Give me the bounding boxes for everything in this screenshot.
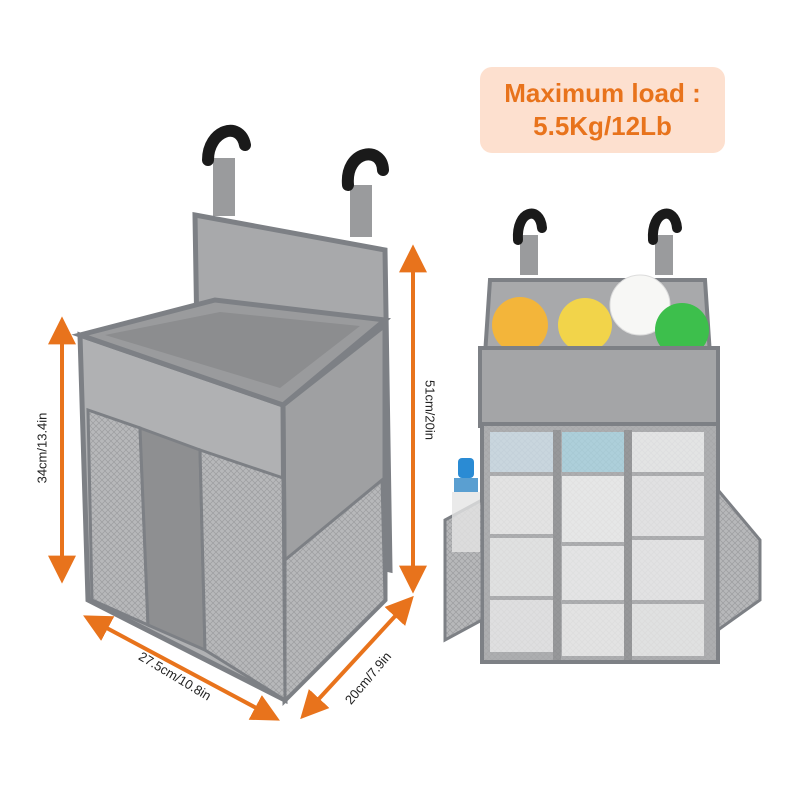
ball-yellow bbox=[558, 298, 612, 352]
hook-icon bbox=[202, 124, 251, 216]
max-load-label: Maximum load : bbox=[504, 78, 701, 108]
max-load-badge: Maximum load : 5.5Kg/12Lb bbox=[480, 67, 725, 153]
ball-orange bbox=[492, 297, 548, 353]
max-load-value: 5.5Kg/12Lb bbox=[533, 111, 672, 141]
filled-organizer bbox=[443, 208, 762, 664]
empty-organizer bbox=[71, 124, 393, 706]
hook-icon bbox=[512, 208, 547, 275]
total-height-dimension-label: 51cm/20in bbox=[422, 380, 438, 440]
hook-icon bbox=[341, 148, 389, 237]
hook-icon bbox=[647, 208, 682, 275]
ball-green bbox=[655, 303, 709, 357]
bottle-icon bbox=[452, 458, 480, 552]
ball-white bbox=[609, 274, 671, 336]
height-dimension-label: 34cm/13.4in bbox=[34, 412, 50, 484]
dimension-arrows bbox=[48, 244, 427, 721]
